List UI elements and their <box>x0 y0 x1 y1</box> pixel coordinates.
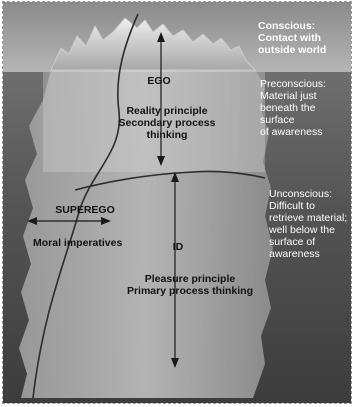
id-description: Pleasure principle Primary process think… <box>115 273 265 297</box>
ego-label: EGO <box>137 75 181 87</box>
preconscious-label: Preconscious: Material just beneath the … <box>260 78 352 138</box>
ego-description: Reality principle Secondary process thin… <box>107 105 227 141</box>
id-label: ID <box>163 241 193 253</box>
unconscious-label: Unconscious: Difficult to retrieve mater… <box>269 188 352 260</box>
superego-label: SUPEREGO <box>47 204 123 216</box>
conscious-label: Conscious: Contact with outside world <box>258 20 350 56</box>
iceberg-figure: Conscious: Contact with outside world Pr… <box>2 1 352 404</box>
superego-description: Moral imperatives <box>33 237 143 249</box>
